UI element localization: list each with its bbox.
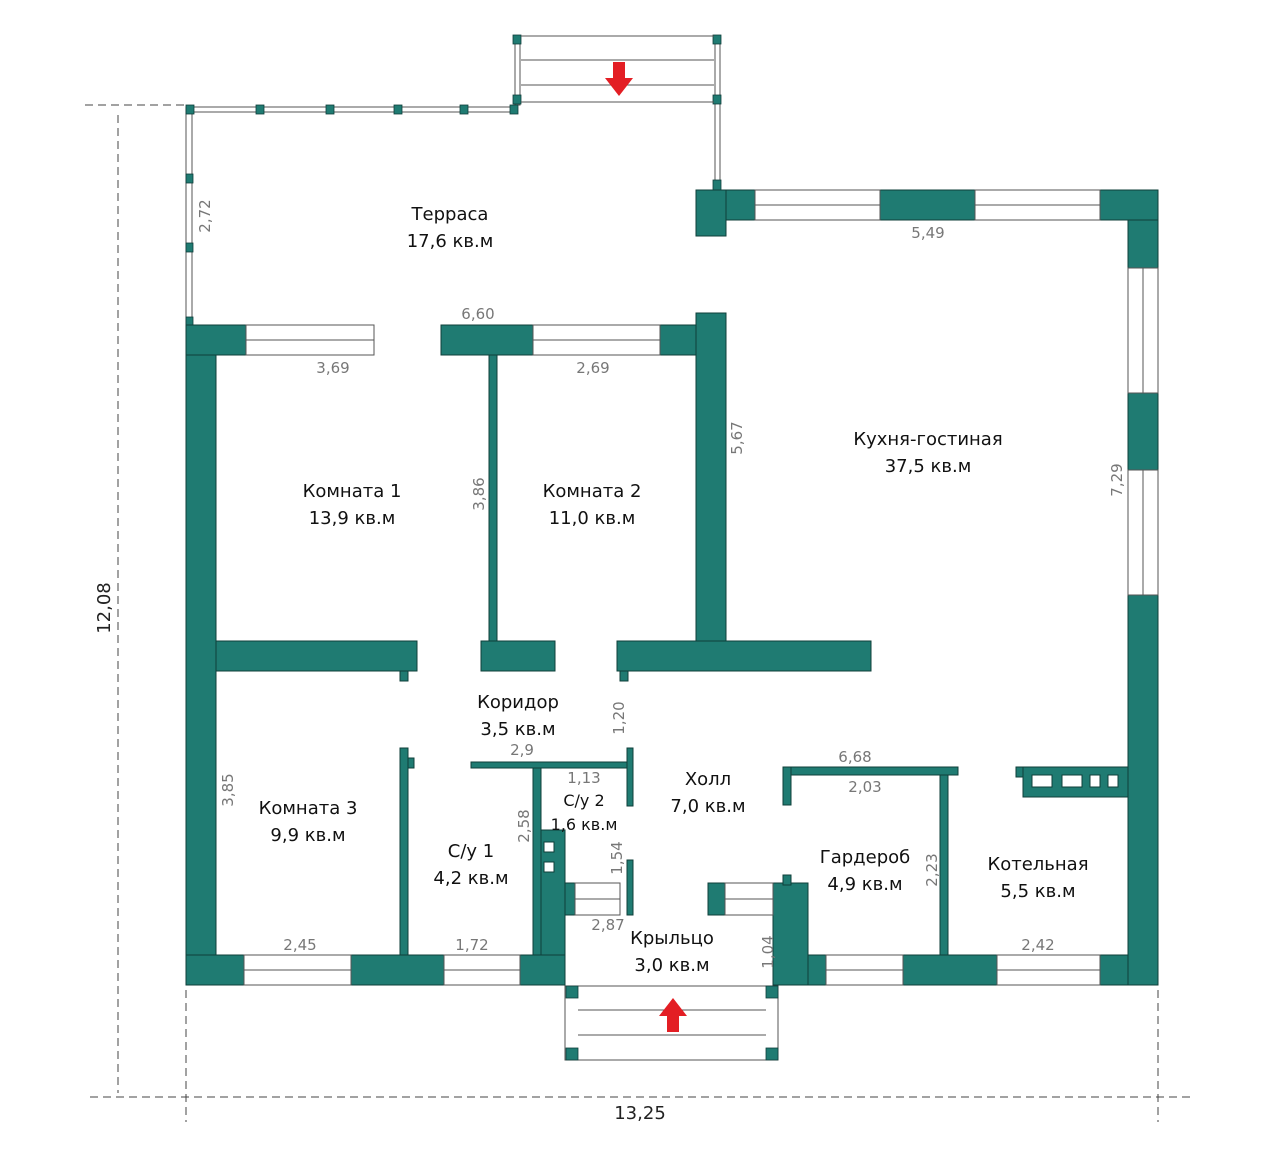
room-area: 11,0 кв.м bbox=[549, 508, 636, 529]
room-area: 4,9 кв.м bbox=[827, 874, 902, 895]
dim-label: 5,49 bbox=[911, 224, 944, 242]
dim-label: 3,85 bbox=[219, 773, 237, 806]
porch-stairs bbox=[564, 985, 779, 1061]
dim-label: 1,54 bbox=[608, 841, 626, 874]
dim-label: 5,67 bbox=[728, 421, 746, 454]
terrace-stairs bbox=[521, 35, 714, 103]
dim-label: 7,29 bbox=[1108, 463, 1126, 496]
room-name: С/у 1 bbox=[448, 841, 494, 862]
dim-label: 2,9 bbox=[510, 741, 534, 759]
room-area: 3,0 кв.м bbox=[634, 955, 709, 976]
dim-label: 1,13 bbox=[567, 769, 600, 787]
dim-label: 2,45 bbox=[283, 936, 316, 954]
room-area: 3,5 кв.м bbox=[480, 719, 555, 740]
dim-label: 2,72 bbox=[196, 199, 214, 232]
room-area: 17,6 кв.м bbox=[407, 231, 494, 252]
entrance-arrow-icon bbox=[659, 998, 687, 1032]
dim-label: 2,42 bbox=[1021, 936, 1054, 954]
dim-label: 2,69 bbox=[576, 359, 609, 377]
room-name: Холл bbox=[685, 769, 731, 790]
walls bbox=[185, 189, 1159, 986]
dim-total-height: 12,08 bbox=[94, 582, 115, 634]
dimension-labels: 13,25 12,08 2,72 5,49 7,29 5,67 3,69 6,6… bbox=[94, 199, 1126, 1124]
room-name: Котельная bbox=[987, 854, 1088, 875]
room-area: 5,5 кв.м bbox=[1000, 881, 1075, 902]
dim-label: 3,69 bbox=[316, 359, 349, 377]
dim-label: 6,60 bbox=[461, 305, 494, 323]
dim-label: 6,68 bbox=[838, 748, 871, 766]
dim-label: 2,23 bbox=[923, 853, 941, 886]
room-name: Комната 1 bbox=[303, 481, 402, 502]
room-area: 1,6 кв.м bbox=[551, 815, 618, 834]
room-area: 37,5 кв.м bbox=[885, 456, 972, 477]
room-name: Комната 3 bbox=[259, 798, 358, 819]
dim-total-width: 13,25 bbox=[614, 1103, 666, 1124]
room-area: 9,9 кв.м bbox=[270, 825, 345, 846]
dim-label: 2,58 bbox=[515, 809, 533, 842]
room-name: Кухня-гостиная bbox=[853, 429, 1002, 450]
dimension-lines bbox=[85, 104, 1192, 1122]
room-name: С/у 2 bbox=[563, 791, 604, 810]
entrance-arrow-icon bbox=[605, 62, 633, 96]
room-name: Крыльцо bbox=[630, 928, 714, 949]
room-area: 13,9 кв.м bbox=[309, 508, 396, 529]
dim-label: 2,87 bbox=[591, 916, 624, 934]
dim-label: 3,86 bbox=[470, 477, 488, 510]
room-area: 7,0 кв.м bbox=[670, 796, 745, 817]
windows bbox=[243, 189, 1159, 986]
terrace-railing bbox=[185, 34, 722, 327]
dim-label: 2,03 bbox=[848, 778, 881, 796]
dim-label: 1,72 bbox=[455, 936, 488, 954]
room-name: Комната 2 bbox=[543, 481, 642, 502]
dim-label: 1,20 bbox=[610, 701, 628, 734]
room-name: Коридор bbox=[477, 692, 559, 713]
room-labels: Терраса 17,6 кв.м Кухня-гостиная 37,5 кв… bbox=[259, 204, 1089, 976]
room-name: Терраса bbox=[411, 204, 489, 225]
room-area: 4,2 кв.м bbox=[433, 868, 508, 889]
dim-label: 1,04 bbox=[759, 935, 777, 968]
room-name: Гардероб bbox=[820, 847, 911, 868]
